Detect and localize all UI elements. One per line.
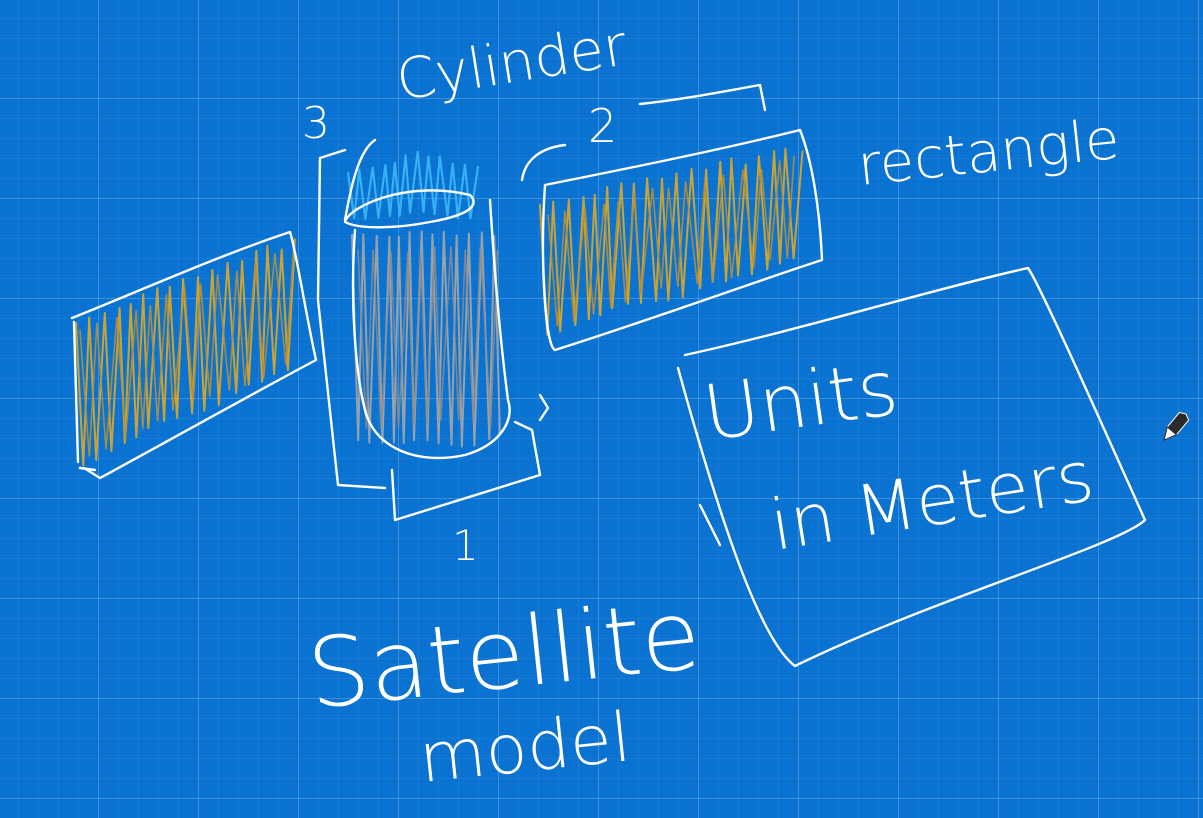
cylinder-cap-shading — [346, 150, 479, 221]
bracket-2 — [520, 83, 767, 182]
right-panel-shading-2 — [547, 155, 795, 327]
cylinder-top-ellipse — [343, 189, 475, 229]
note-units: Units — [698, 343, 903, 458]
right-panel-outline — [541, 128, 824, 352]
right-panel-shading — [539, 147, 804, 336]
left-panel-outline — [70, 230, 318, 480]
left-panel-shading-2 — [79, 249, 295, 457]
pen-cursor-icon — [1163, 411, 1190, 441]
cylinder-outline — [343, 138, 511, 460]
dimension-label-1: 1 — [452, 521, 479, 570]
right-solar-panel — [539, 128, 824, 352]
dimension-label-2: 2 — [588, 99, 617, 153]
bracket-3 — [316, 148, 387, 490]
title-satellite: Satellite — [303, 578, 706, 730]
satellite-body-cylinder — [343, 138, 511, 460]
note-in-meters: in Meters — [765, 435, 1099, 567]
dimension-label-3: 3 — [302, 98, 330, 149]
left-solar-panel — [70, 230, 318, 480]
bracket-1 — [390, 420, 542, 522]
dimension-markers — [316, 83, 767, 522]
cylinder-shading-2 — [357, 246, 499, 430]
rectangle-label: rectangle — [855, 107, 1123, 199]
note-box-outline — [676, 266, 1147, 668]
bracket-right-tick — [538, 393, 550, 422]
